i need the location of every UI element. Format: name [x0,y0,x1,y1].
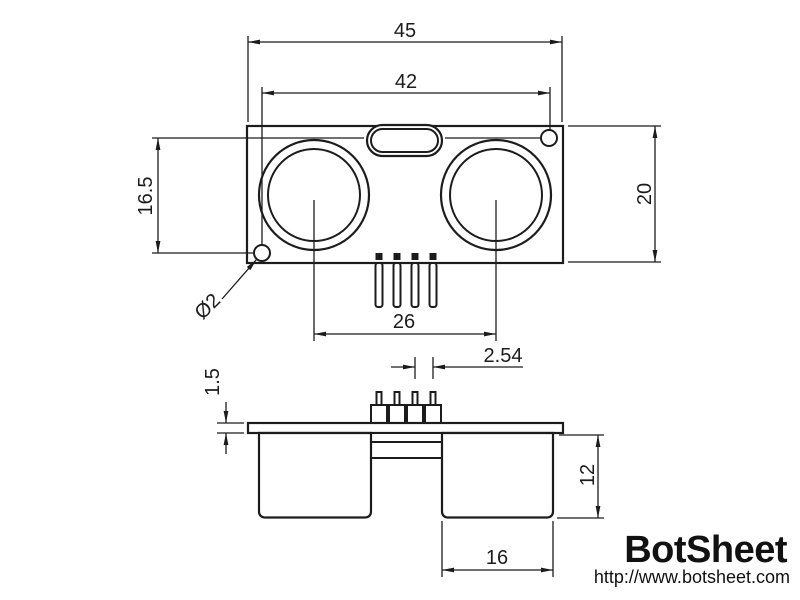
dim-hole-diameter: Ø2 [191,259,257,324]
pin-body [374,262,384,308]
dim-16-label: 16 [486,547,508,569]
dim-26-label: 26 [393,311,415,333]
brand-url: http://www.botsheet.com [594,567,790,587]
dim-hole-dia-label: Ø2 [191,290,225,324]
header-pin [375,391,383,406]
header-base [388,404,406,424]
pin-body [392,262,402,308]
header-pin [411,391,419,406]
dim-45-label: 45 [394,20,416,42]
dim-transducer-spacing: 26 [313,200,497,341]
pin-pad [429,253,437,260]
dim-pcb-thickness: 1.5 [202,368,244,454]
top-view [245,123,565,308]
dim-hole-span-y: 16.5 [135,137,541,254]
dim-pin-pitch: 2.54 [391,345,523,379]
pcb-outline-side [246,421,565,435]
dim-overall-height: 20 [568,125,661,263]
dim-transducer-diameter: 16 [441,521,554,577]
header-base [424,404,442,424]
transducer-right-side [440,431,555,519]
dim-16-5-label: 16.5 [135,177,157,216]
side-view [246,391,565,519]
header-pin [393,391,401,406]
header-base [406,404,424,424]
brand-logo: BotSheet [624,529,788,571]
pin-header-top-view [374,253,438,308]
pin-header-side-view [370,391,442,424]
oscillator-inner [370,128,439,153]
oscillator-body-side [370,441,443,459]
branding: BotSheet http://www.botsheet.com [594,529,790,587]
dim-overall-width: 45 [247,20,563,122]
dim-12-label: 12 [577,464,599,486]
dim-42-label: 42 [395,71,417,93]
pin-body [428,262,438,308]
dim-2-54-label: 2.54 [484,345,523,367]
mounting-hole-bottom-left [253,244,271,262]
pin-pad [411,253,419,260]
transducer-left-side [257,431,373,519]
pin-body [410,262,420,308]
pin-pad [393,253,401,260]
oscillator-flange-side [366,432,445,443]
mounting-hole-top-right [540,129,558,147]
header-pin [429,391,437,406]
dim-transducer-height: 12 [557,434,604,519]
header-base [370,404,388,424]
dim-hole-span-x: 42 [261,71,551,246]
pin-pad [375,253,383,260]
dim-1-5-label: 1.5 [202,368,224,396]
dim-20-label: 20 [634,183,656,205]
